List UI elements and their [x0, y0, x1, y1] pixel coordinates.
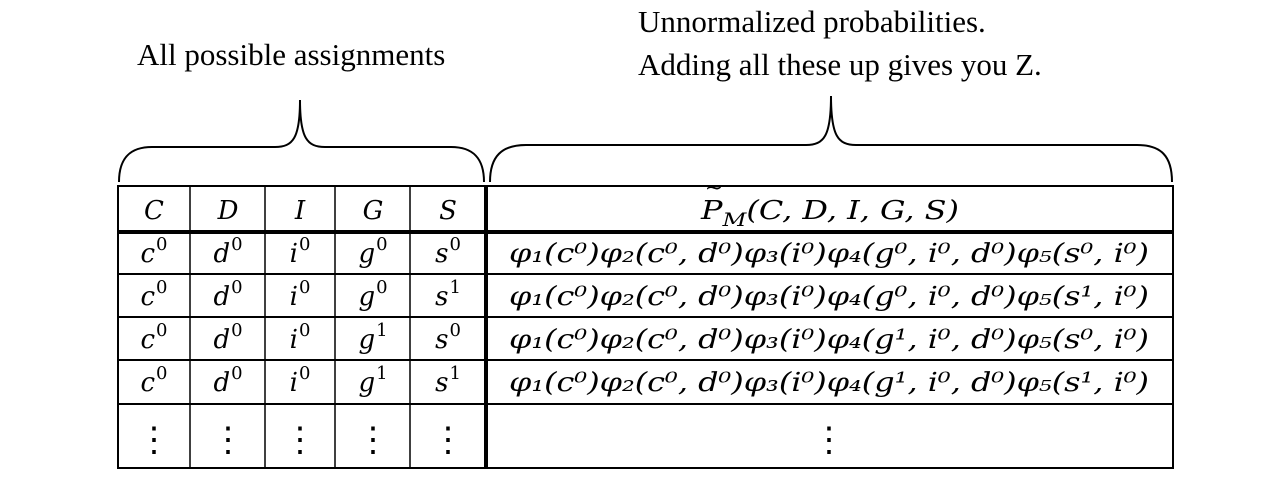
value-symbol: s — [435, 325, 448, 355]
assignment-value: s0 — [435, 320, 461, 355]
assignment-ellipsis: ⋮ — [356, 420, 390, 460]
value-symbol: c — [140, 325, 155, 355]
unnormalized-caption-line-1: Unnormalized probabilities. — [638, 4, 986, 39]
factor-product: φ₁(c⁰)φ₂(c⁰, d⁰)φ₃(i⁰)φ₄(g⁰, i⁰, d⁰)φ₅(s… — [509, 282, 1149, 312]
assignment-ellipsis: ⋮ — [211, 420, 245, 460]
value-symbol: g — [358, 368, 375, 398]
assignment-ellipsis: ⋮ — [283, 420, 317, 460]
assignment-value: c0 — [140, 363, 167, 398]
value-symbol: i — [290, 325, 298, 355]
column-header: D — [217, 196, 239, 226]
value-symbol: s — [435, 239, 448, 269]
value-superscript: 0 — [299, 277, 310, 298]
value-symbol: d — [213, 325, 230, 355]
value-superscript: 0 — [156, 363, 167, 384]
value-symbol: d — [213, 282, 230, 312]
factor-product: φ₁(c⁰)φ₂(c⁰, d⁰)φ₃(i⁰)φ₄(g¹, i⁰, d⁰)φ₅(s… — [509, 368, 1149, 398]
assignment-value: d0 — [213, 320, 242, 355]
value-symbol: s — [435, 282, 448, 312]
assignment-value: g0 — [358, 277, 387, 312]
value-superscript: 1 — [449, 363, 460, 384]
product-ellipsis: ⋮ — [812, 420, 846, 460]
value-symbol: g — [358, 325, 375, 355]
assignment-value: c0 — [140, 320, 167, 355]
assignment-ellipsis: ⋮ — [431, 420, 465, 460]
assignment-ellipsis: ⋮ — [137, 420, 171, 460]
value-symbol: d — [213, 239, 230, 269]
value-superscript: 0 — [231, 234, 242, 255]
value-superscript: 0 — [156, 234, 167, 255]
value-superscript: 0 — [299, 234, 310, 255]
value-symbol: g — [358, 239, 375, 269]
unnormalized-caption-line-2: Adding all these up gives you Z. — [638, 47, 1042, 82]
assignment-value: s1 — [435, 277, 461, 312]
column-header: S — [439, 196, 457, 226]
value-symbol: i — [290, 368, 298, 398]
value-superscript: 0 — [449, 320, 460, 341]
value-superscript: 1 — [376, 320, 387, 341]
tilde-mark: ~ — [705, 176, 723, 201]
assignment-value: d0 — [213, 234, 242, 269]
value-superscript: 1 — [376, 363, 387, 384]
value-superscript: 0 — [156, 277, 167, 298]
value-symbol: c — [140, 368, 155, 398]
value-symbol: g — [358, 282, 375, 312]
assignments-brace — [118, 99, 485, 183]
value-superscript: 0 — [231, 277, 242, 298]
assignment-value: g1 — [358, 320, 387, 355]
column-header: G — [363, 196, 384, 226]
value-symbol: i — [290, 282, 298, 312]
assignment-value: c0 — [140, 234, 167, 269]
assignment-value: i0 — [290, 234, 311, 269]
value-superscript: 0 — [449, 234, 460, 255]
p-symbol: P — [700, 196, 723, 226]
assignment-value: i0 — [290, 363, 311, 398]
assignment-value: g0 — [358, 234, 387, 269]
value-symbol: c — [140, 239, 155, 269]
value-symbol: d — [213, 368, 230, 398]
assignment-value: i0 — [290, 320, 311, 355]
value-superscript: 0 — [376, 277, 387, 298]
p-arguments: (C, D, I, G, S) — [746, 196, 959, 226]
value-superscript: 0 — [376, 234, 387, 255]
assignment-value: i0 — [290, 277, 311, 312]
assignment-value: c0 — [140, 277, 167, 312]
column-header: I — [294, 196, 306, 226]
column-header: C — [144, 196, 164, 226]
assignment-value: g1 — [358, 363, 387, 398]
assignments-caption: All possible assignments — [137, 37, 445, 72]
factor-product: φ₁(c⁰)φ₂(c⁰, d⁰)φ₃(i⁰)φ₄(g¹, i⁰, d⁰)φ₅(s… — [509, 325, 1149, 355]
value-symbol: i — [290, 239, 298, 269]
value-superscript: 0 — [299, 320, 310, 341]
value-superscript: 0 — [231, 363, 242, 384]
assignment-value: s1 — [435, 363, 461, 398]
assignment-value: d0 — [213, 277, 242, 312]
value-superscript: 0 — [299, 363, 310, 384]
factor-product: φ₁(c⁰)φ₂(c⁰, d⁰)φ₃(i⁰)φ₄(g⁰, i⁰, d⁰)φ₅(s… — [509, 239, 1149, 269]
value-superscript: 1 — [449, 277, 460, 298]
value-symbol: s — [435, 368, 448, 398]
p-subscript: M — [721, 209, 747, 231]
assignment-value: d0 — [213, 363, 242, 398]
assignment-value: s0 — [435, 234, 461, 269]
probabilities-brace — [489, 95, 1173, 183]
value-superscript: 0 — [231, 320, 242, 341]
value-symbol: c — [140, 282, 155, 312]
value-superscript: 0 — [156, 320, 167, 341]
